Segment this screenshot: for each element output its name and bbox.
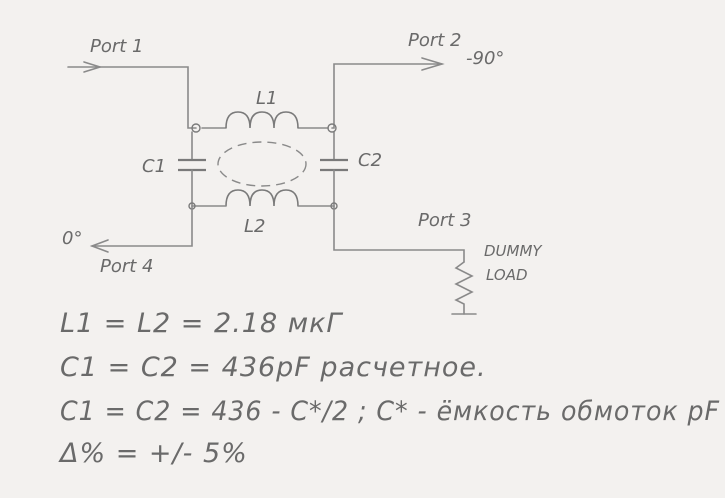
node-top-left <box>191 123 201 133</box>
port3-label: Port 3 <box>418 210 472 231</box>
dummy-load-label: DUMMY <box>484 242 543 260</box>
port4-label: Port 4 <box>100 256 154 277</box>
port1-wire <box>67 61 197 129</box>
inductor-l2-label: L2 <box>244 216 265 237</box>
node-top-right <box>327 123 337 133</box>
port2-wire <box>331 57 445 129</box>
dummy-load-label-2: LOAD <box>486 266 528 284</box>
port2-label: Port 2 <box>408 30 462 51</box>
capacitor-c2-symbol <box>320 131 348 207</box>
capacitor-c1-label: C1 <box>142 156 166 177</box>
inductor-l1-label: L1 <box>256 88 277 109</box>
port1-label: Port 1 <box>90 36 144 57</box>
capacitor-c1-symbol <box>178 131 206 207</box>
formula-capacitance-calc: C1 = C2 = 436pF расчетное. <box>60 352 487 383</box>
formula-inductance: L1 = L2 = 2.18 мкГ <box>60 308 343 339</box>
port4-phase: 0° <box>62 228 82 249</box>
port2-phase: -90° <box>466 48 504 69</box>
capacitor-c2-label: C2 <box>358 150 382 171</box>
formula-tolerance: Δ% = +/- 5% <box>58 438 248 469</box>
inductor-l2-symbol <box>225 189 299 207</box>
formula-capacitance-corrected: C1 = C2 = 436 - C*/2 ; C* - ёмкость обмо… <box>60 396 720 427</box>
port4-wire <box>89 205 193 253</box>
port3-wire <box>333 205 477 315</box>
coupling-indicator <box>217 141 307 187</box>
inductor-l1-symbol <box>225 111 299 129</box>
